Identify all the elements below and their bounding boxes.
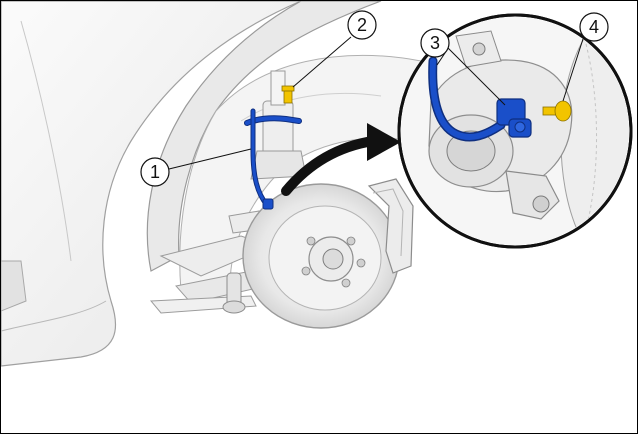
callout-4: 4 [579, 12, 609, 42]
svg-text:3: 3 [430, 33, 440, 53]
callout-3: 3 [420, 28, 450, 58]
brake-caliper [367, 178, 414, 274]
svg-text:2: 2 [357, 15, 367, 35]
zoom-arrow [281, 123, 401, 196]
vehicle-body [1, 1, 382, 367]
brake-disc [242, 183, 400, 329]
svg-text:4: 4 [589, 17, 599, 37]
bolt-main [281, 85, 295, 104]
zoom-detail [397, 13, 633, 249]
sensor-bolt [542, 100, 572, 122]
sensor-harness-main [244, 108, 302, 210]
wheel-speed-sensor [496, 98, 532, 138]
leader-lines [168, 36, 584, 170]
callout-1: 1 [140, 157, 170, 187]
svg-text:1: 1 [150, 162, 160, 182]
callout-2: 2 [347, 10, 377, 40]
